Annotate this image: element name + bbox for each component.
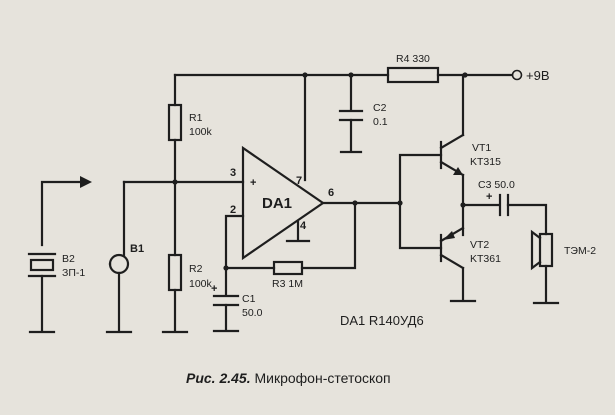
r2-ref: R2 — [189, 263, 203, 275]
c3-polarity: + — [486, 191, 492, 203]
supply-terminal[interactable] — [511, 69, 523, 81]
junction-dot — [352, 200, 358, 206]
arrow-icon — [80, 176, 92, 188]
b1-label: B1 — [130, 243, 144, 255]
headphone-icon — [538, 232, 554, 268]
c3-label: C3 50.0 — [478, 179, 515, 191]
opamp-ref: DA1 — [262, 195, 292, 212]
piezo-b2-icon — [29, 258, 55, 272]
opamp-pin2: 2 — [230, 204, 236, 216]
b2-arrow-line — [40, 180, 84, 247]
r4-label: R4 330 — [396, 53, 430, 65]
c1-value: 50.0 — [242, 307, 263, 319]
b2-type: ЗП-1 — [62, 267, 85, 279]
opamp-pin4: 4 — [300, 220, 307, 232]
vt2-type: KT361 — [470, 253, 501, 265]
c3-right-wire — [506, 203, 548, 236]
vt2-collector — [439, 253, 465, 270]
c2-ref: C2 — [373, 102, 387, 114]
microphone-b1-icon — [108, 253, 130, 275]
c1-ref: C1 — [242, 293, 256, 305]
vt2-emitter-arrow-icon — [443, 231, 455, 240]
resistor-r3 — [272, 260, 304, 276]
b2-ref: B2 — [62, 253, 75, 265]
opamp-pin6: 6 — [328, 187, 334, 199]
opamp-pin3: 3 — [230, 167, 236, 179]
opamp-pin7: 7 — [296, 175, 302, 187]
r1-value: 100k — [189, 126, 213, 138]
figure-number: Рис. 2.45. — [186, 370, 251, 386]
r1-ref: R1 — [189, 112, 203, 124]
vt1-type: KT315 — [470, 156, 501, 168]
figure-caption: Рис. 2.45. Микрофон-стетоскоп — [186, 370, 391, 386]
headphone-ref: ТЭМ-2 — [564, 245, 596, 257]
base-bus-wire — [398, 153, 443, 250]
r3-label: R3 1M — [272, 278, 303, 290]
junction-dot — [172, 179, 178, 185]
supply-label: +9В — [526, 68, 550, 83]
inverting-input-wire — [224, 214, 276, 270]
r2-value: 100k — [189, 278, 213, 290]
resistor-r2 — [167, 253, 183, 292]
opamp-plus-sign: + — [250, 177, 256, 189]
vt1-ref: VT1 — [472, 142, 491, 154]
vt1-emitter-arrow-icon — [453, 167, 463, 175]
resistor-r1 — [167, 103, 183, 142]
feedback-wire — [300, 201, 357, 270]
c1-polarity: + — [211, 283, 217, 295]
figure-title: Микрофон-стетоскоп — [254, 370, 390, 386]
opamp-da1 — [241, 145, 325, 261]
opamp-type-label: DA1 R140УД6 — [340, 313, 424, 328]
vt1-collector — [439, 133, 465, 150]
headphone-cup — [530, 229, 542, 271]
resistor-r4 — [386, 66, 440, 84]
vt2-ref: VT2 — [470, 239, 489, 251]
c2-value: 0.1 — [373, 116, 388, 128]
